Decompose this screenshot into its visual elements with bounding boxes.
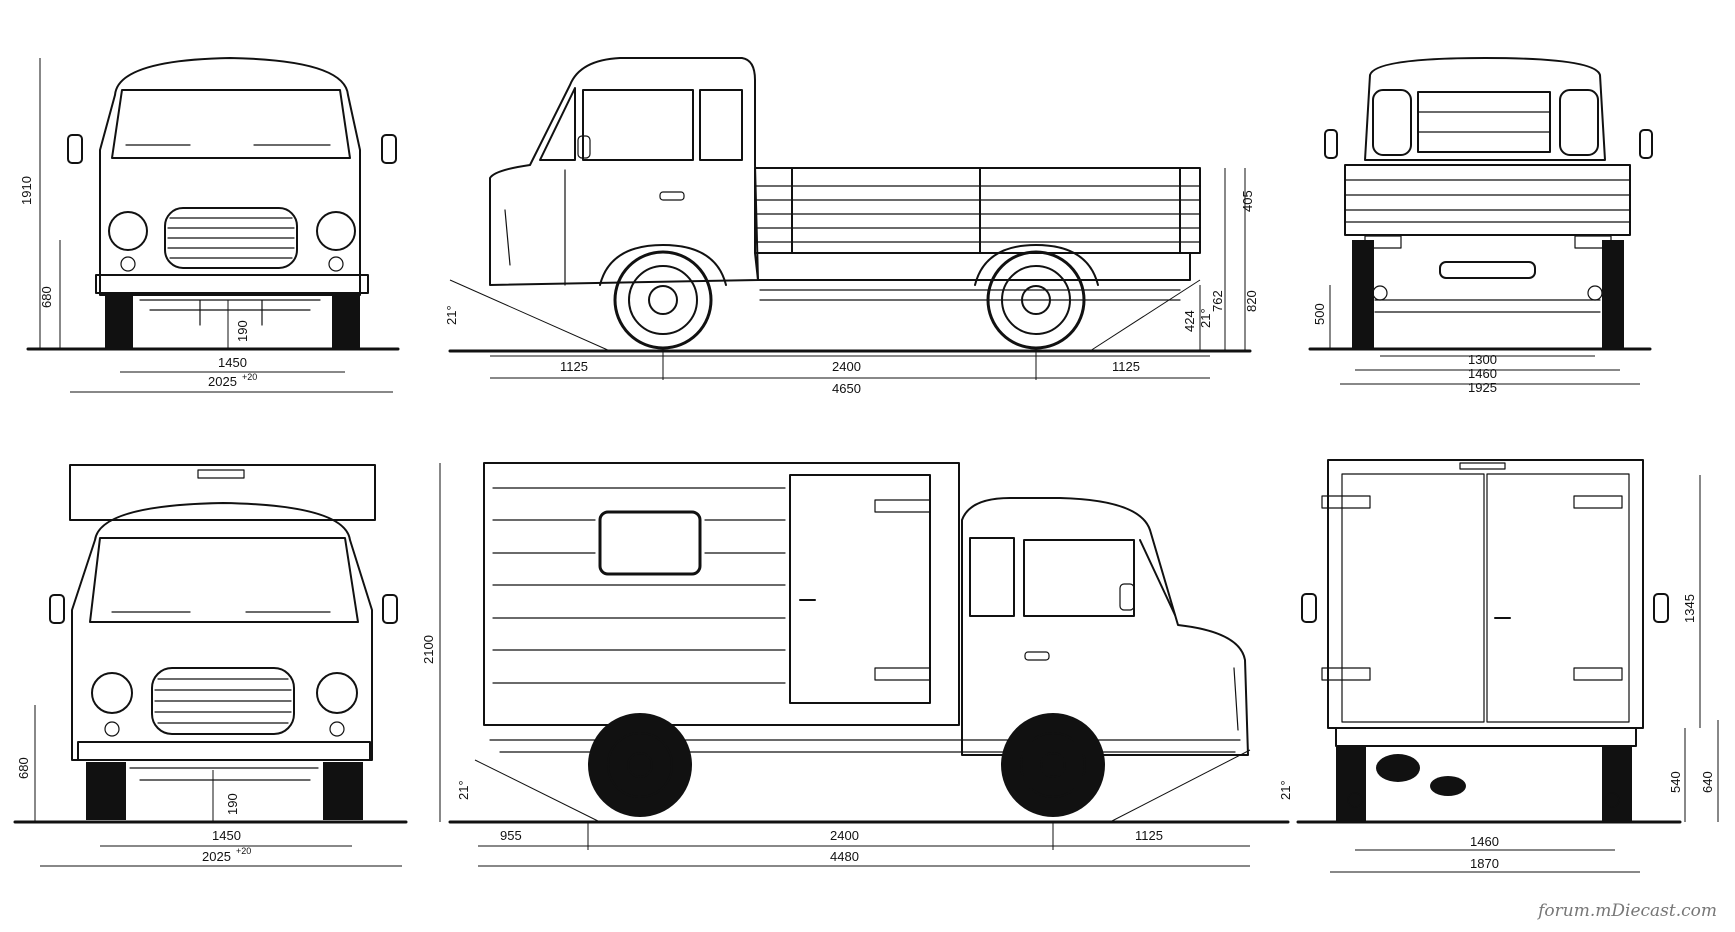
dim-width: 2025: [202, 849, 231, 864]
dim-length: 4650: [832, 381, 861, 396]
side-view-van: [483, 462, 1249, 817]
rear-view-pickup: [1324, 57, 1653, 348]
dim-overhang-rear: 1125: [1135, 828, 1163, 843]
dim-track: 1450: [212, 828, 241, 843]
rear-view-van-dims: 1345 540 640 1460 1870: [1330, 475, 1719, 873]
dim-track: 1300: [1468, 352, 1497, 367]
dim-wheelbase: 2400: [832, 359, 861, 374]
dim-track: 1460: [1470, 834, 1499, 849]
dim-height: 500: [1312, 303, 1327, 325]
side-view-pickup: [489, 57, 1201, 350]
side-view-pickup-dims: 21° 21° 1125 2400 1125 4650 405 762 820 …: [444, 168, 1259, 396]
dim-track: 1450: [218, 355, 247, 370]
dim-side-height: 405: [1240, 190, 1255, 212]
dim-clearance: 190: [235, 320, 250, 342]
dim-rear-clearance: 424: [1182, 310, 1197, 332]
dim-lamp-height: 680: [39, 286, 54, 308]
front-view-pickup-dims: 1910 680 190 1450 2025 +20: [19, 58, 393, 393]
dim-overhang-front: 955: [500, 828, 522, 843]
front-view-van-dims: 680 190 1450 2025 +20: [16, 705, 402, 867]
dim-height: 1910: [19, 176, 34, 205]
front-view-pickup: [67, 57, 397, 348]
dim-angle-front: 21°: [456, 780, 471, 800]
dim-lamp-height: 680: [16, 757, 31, 779]
dim-bed-height: 820: [1244, 290, 1259, 312]
dim-clearance: 190: [225, 793, 240, 815]
dim-width: 1925: [1468, 380, 1497, 395]
front-view-van: [49, 464, 398, 820]
dim-angle-rear: 21°: [1198, 308, 1213, 328]
dim-bed-width: 1460: [1468, 366, 1497, 381]
dim-width: 1870: [1470, 856, 1499, 871]
dim-wheelbase: 2400: [830, 828, 859, 843]
dim-floor-height: 762: [1210, 290, 1225, 312]
dim-floor-height: 540: [1668, 771, 1683, 793]
dim-width-tolerance: +20: [236, 846, 251, 856]
dim-width: 2025: [208, 374, 237, 389]
dim-width-tolerance: +20: [242, 372, 257, 382]
dim-box-height: 1345: [1682, 594, 1697, 623]
dim-angle-rear: 21°: [1278, 780, 1293, 800]
dim-overhang-rear: 1125: [1112, 359, 1140, 374]
watermark: forum.mDiecast.com: [1538, 901, 1717, 921]
dim-length: 4480: [830, 849, 859, 864]
dim-height: 2100: [421, 635, 436, 664]
side-view-van-dims: 2100 21° 21° 955 2400 1125 4480: [421, 463, 1293, 867]
rear-view-pickup-dims: 500 1300 1460 1925: [1312, 285, 1640, 395]
rear-view-van: [1301, 459, 1669, 821]
dim-overhang-front: 1125: [560, 359, 588, 374]
dim-total-floor: 640: [1700, 771, 1715, 793]
dim-angle-front: 21°: [444, 305, 459, 325]
